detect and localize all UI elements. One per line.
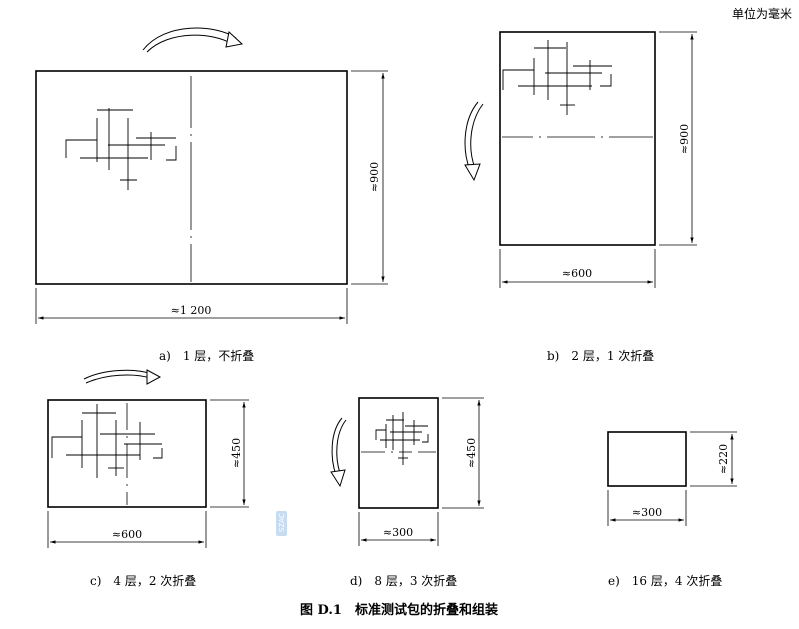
panel-caption: a) 1 层，不折叠 — [159, 348, 254, 363]
test-pattern — [51, 404, 163, 478]
dimension-height — [442, 397, 484, 509]
dim-width-label: ≈600 — [562, 267, 592, 280]
dim-width-label: ≈300 — [383, 526, 413, 539]
fold-arrow-icon — [330, 417, 347, 488]
fold-arrow-icon — [142, 27, 244, 53]
panel-c: ≈600 ≈450 c) 4 层，2 次折叠 — [47, 369, 249, 588]
panel-caption: e) 16 层，4 次折叠 — [608, 573, 722, 588]
dim-height-label: ≈220 — [717, 444, 730, 474]
test-pattern — [502, 40, 612, 115]
sheet-outline — [35, 70, 348, 285]
dim-height-label: ≈900 — [678, 124, 691, 154]
dim-width-label: ≈300 — [632, 506, 662, 519]
dimension-height — [690, 431, 737, 487]
dimension-height — [659, 31, 697, 246]
test-pattern — [375, 412, 429, 465]
figure-title: 图 D.1 标准测试包的折叠和组装 — [300, 602, 498, 618]
dim-height-label: ≈900 — [368, 162, 381, 192]
dimension-width — [499, 249, 656, 288]
panel-b: ≈600 ≈900 b) 2 层，1 次折叠 — [464, 31, 697, 363]
panel-d: ≈300 ≈450 d) 8 层，3 次折叠 — [330, 397, 484, 588]
sheet-outline — [607, 431, 687, 487]
dimension-height — [351, 70, 388, 285]
unit-note: 单位为毫米 — [732, 6, 792, 21]
panel-a: ≈1 200 ≈900 a) 1 层，不折叠 — [35, 27, 388, 363]
sheet-outline — [499, 31, 656, 246]
watermark-text: SZAC — [278, 513, 286, 532]
sheet-outline — [358, 397, 439, 509]
panel-caption: c) 4 层，2 次折叠 — [90, 573, 196, 588]
dimension-height — [210, 399, 249, 508]
fold-arrow-icon — [83, 369, 162, 385]
dim-height-label: ≈450 — [230, 438, 243, 468]
dim-width-label: ≈1 200 — [171, 304, 212, 317]
dimension-width — [607, 490, 687, 526]
fold-arrow-icon — [464, 101, 484, 182]
szac-watermark: SZAC — [276, 511, 287, 536]
sheet-outline — [47, 399, 207, 508]
dimension-width — [358, 512, 439, 546]
dimension-width — [35, 288, 348, 324]
dim-height-label: ≈450 — [465, 438, 478, 468]
panel-e: ≈300 ≈220 e) 16 层，4 次折叠 — [607, 431, 737, 588]
panel-caption: d) 8 层，3 次折叠 — [350, 573, 457, 588]
dim-width-label: ≈600 — [112, 528, 142, 541]
dimension-width — [47, 511, 207, 548]
panel-caption: b) 2 层，1 次折叠 — [547, 348, 654, 363]
test-pattern — [65, 108, 177, 190]
